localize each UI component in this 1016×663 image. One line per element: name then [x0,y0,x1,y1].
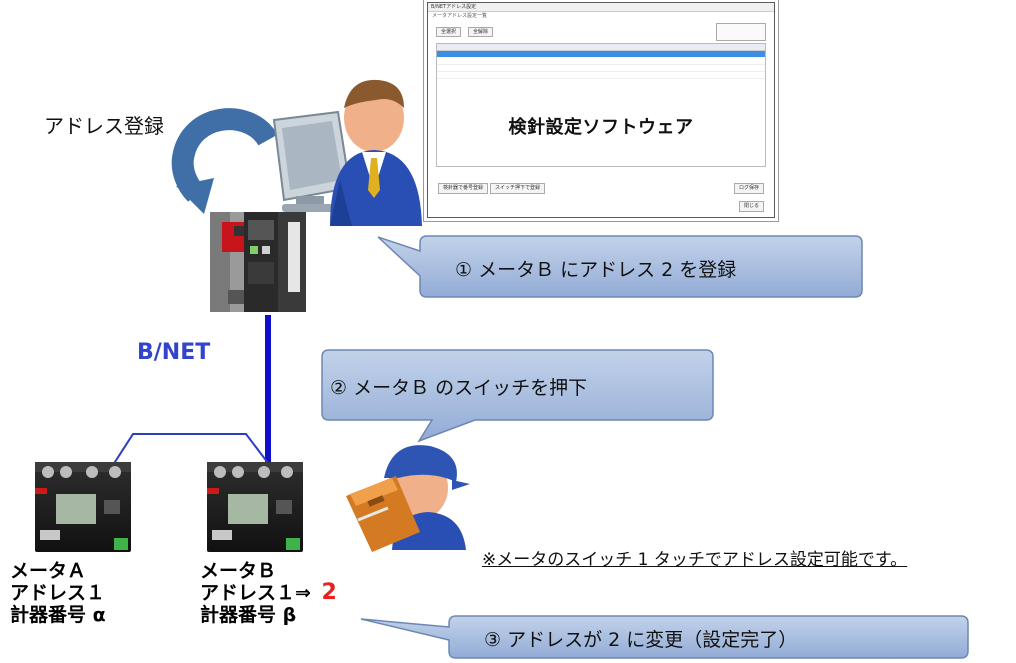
table-header [437,44,765,51]
bnet-label: B/NET [137,340,211,365]
callout-step3 [360,615,969,659]
callout-step3-text: ③ アドレスが 2 に変更（設定完了） [484,629,798,651]
software-window: B/NETアドレス設定 メータアドレス設定一覧 全選択 全解除 検針設定ソフトウ… [427,2,775,218]
meter-a-instrument: 計器番号 α [10,604,106,626]
meter-b-name: メータＢ [200,560,277,582]
callout-step1 [377,235,863,298]
technician-icon [346,445,470,552]
register-arrow-icon [171,108,278,214]
meter-b-address-prefix: アドレス１⇒ [200,582,311,604]
register-by-switch-button[interactable]: スイッチ押下で登録 [490,183,546,194]
operator-pc-icon [272,79,422,226]
meter-b-instrument: 計器番号 β [200,604,297,626]
meter-a-icon [35,462,131,552]
meter-b-labels: メータＢ アドレス１⇒ 2 計器番号 β [200,560,337,626]
meter-b-icon [207,462,303,552]
deselect-all-button[interactable]: 全解除 [468,27,494,37]
count-box [716,23,766,41]
table-row[interactable] [437,65,765,72]
meter-b-address-new: 2 [321,580,337,605]
callout-step2-text: ② メータＢ のスイッチを押下 [330,377,588,399]
meter-a-labels: メータＡ アドレス１ 計器番号 α [10,560,106,626]
meter-a-address: アドレス１ [10,582,106,604]
plc-controller-icon [210,212,306,312]
table-row[interactable] [437,58,765,65]
table-row[interactable] [437,72,765,79]
window-title: B/NETアドレス設定 [428,3,774,12]
meter-a-name: メータＡ [10,560,87,582]
note-text: ※メータのスイッチ 1 タッチでアドレス設定可能です。 [482,550,908,570]
address-register-label: アドレス登録 [44,114,164,138]
select-all-button[interactable]: 全選択 [436,27,462,37]
register-by-meter-button[interactable]: 検針器で番号登録 [438,183,489,194]
meter-address-table [436,43,766,167]
window-subtitle: メータアドレス設定一覧 [432,13,488,19]
bnet-branch-line [112,433,269,466]
save-log-button[interactable]: ログ保存 [733,183,764,194]
close-button[interactable]: 閉じる [738,201,764,212]
table-row[interactable] [437,51,765,57]
meter-b-address: アドレス１⇒ 2 [200,580,337,605]
software-title: 検針設定ソフトウェア [508,117,694,138]
callout-step1-text: ① メータＢ にアドレス 2 を登録 [455,259,737,281]
callout-step2 [321,349,714,443]
